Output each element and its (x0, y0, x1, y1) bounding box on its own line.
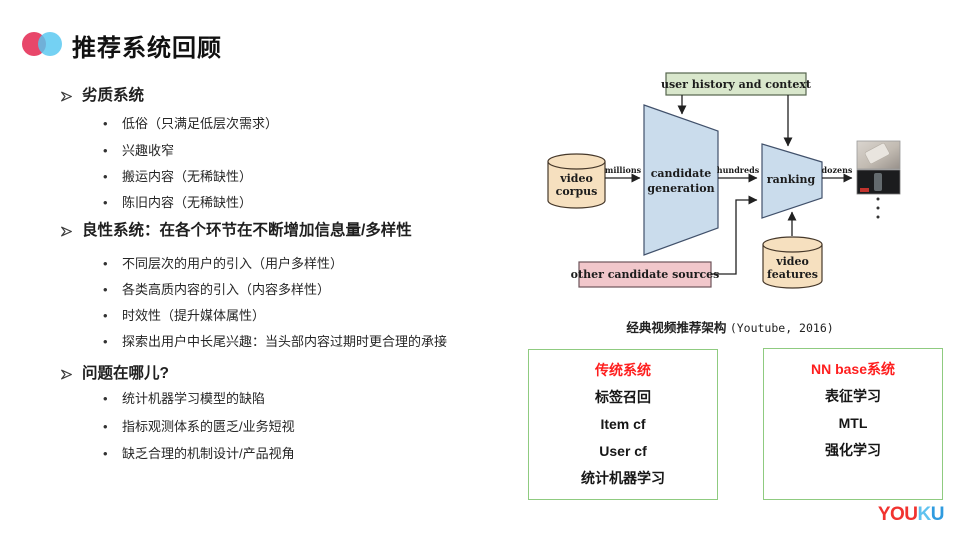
box-item: 强化学习 (825, 442, 881, 458)
box-item: Item cf (600, 416, 646, 432)
millions-label: millions (605, 165, 642, 175)
outline-item: • 各类高质内容的引入（内容多样性） (103, 281, 330, 299)
traditional-system-box: 传统系统 标签召回 Item cf User cf 统计机器学习 (528, 349, 718, 500)
outline-item-text: 不同层次的用户的引入（用户多样性） (122, 256, 344, 271)
box-item: 统计机器学习 (581, 470, 665, 486)
ranking-funnel (761, 143, 823, 219)
candidate-generation-funnel (643, 104, 719, 256)
box-item: 表征学习 (825, 388, 881, 404)
outline-item-text: 统计机器学习模型的缺陷 (122, 391, 266, 406)
dot-bullet-icon: • (103, 143, 108, 158)
video-thumbnail-light (856, 140, 901, 170)
dot-bullet-icon: • (103, 334, 108, 349)
arrow-bullet-icon (61, 91, 72, 101)
youku-logo-you: YOU (877, 504, 918, 525)
venn-cyan-circle (38, 32, 62, 56)
dot-bullet-icon: • (103, 419, 108, 434)
outline-item-text: 探索出用户中长尾兴趣：当头部内容过期时更合理的承接 (122, 334, 448, 349)
section-header-where-problem: 问题在哪儿? (60, 364, 169, 384)
nn-base-system-title: NN base系统 (810, 361, 896, 377)
video-features-cylinder: video features (762, 236, 823, 289)
diagram-caption-en: (Youtube, 2016) (729, 321, 834, 335)
diagram-caption: 经典视频推荐架构 (Youtube, 2016) (530, 317, 930, 336)
youku-logo-u: U (930, 504, 945, 525)
venn-circles-icon (22, 32, 64, 56)
outline-item: • 不同层次的用户的引入（用户多样性） (103, 255, 343, 273)
candidate-generation-label-2: generation (647, 182, 714, 195)
video-thumbnail-dark (856, 169, 901, 195)
ranking-label: ranking (767, 173, 816, 186)
outline-item-text: 指标观测体系的匮乏/业务短视 (122, 419, 295, 434)
section-header-label: 劣质系统 (82, 87, 145, 104)
youku-logo-k: K (917, 504, 932, 525)
section-header-bad-system: 劣质系统 (60, 86, 144, 106)
other-candidate-sources-label: other candidate sources (571, 268, 720, 281)
outline-item-text: 搬运内容（无稀缺性） (122, 169, 253, 184)
candidate-generation-label-1: candidate (651, 167, 712, 180)
dot-bullet-icon: • (103, 282, 108, 297)
nn-base-system-box: NN base系统 表征学习 MTL 强化学习 (763, 348, 943, 500)
video-corpus-label-1: video (559, 172, 593, 185)
outline-item: • 搬运内容（无稀缺性） (103, 168, 252, 186)
diagram-caption-zh: 经典视频推荐架构 (626, 321, 727, 335)
outline-item: • 兴趣收窄 (103, 142, 174, 160)
ellipsis-dots-icon (876, 197, 880, 219)
box-item: User cf (599, 443, 647, 459)
youtube-recommendation-architecture-diagram: user history and context video corpus mi… (547, 72, 901, 289)
outline-item: • 统计机器学习模型的缺陷 (103, 390, 265, 408)
traditional-system-title: 传统系统 (595, 362, 651, 378)
video-corpus-cylinder: video corpus (547, 153, 606, 209)
outline-item: • 低俗（只满足低层次需求） (103, 115, 278, 133)
dot-bullet-icon: • (103, 256, 108, 271)
video-features-label-1: video (775, 255, 809, 268)
outline-item: • 探索出用户中长尾兴趣：当头部内容过期时更合理的承接 (103, 333, 447, 351)
outline-item-text: 陈旧内容（无稀缺性） (122, 195, 253, 210)
outline-item: • 指标观测体系的匮乏/业务短视 (103, 418, 295, 436)
dot-bullet-icon: • (103, 446, 108, 461)
video-corpus-label-2: corpus (556, 185, 598, 198)
dozens-label: dozens (822, 165, 853, 175)
outline-item-text: 缺乏合理的机制设计/产品视角 (122, 446, 295, 461)
user-history-label: user history and context (661, 78, 812, 91)
outline-item: • 陈旧内容（无稀缺性） (103, 194, 252, 212)
section-header-label: 问题在哪儿? (82, 365, 169, 382)
dot-bullet-icon: • (103, 195, 108, 210)
dot-bullet-icon: • (103, 391, 108, 406)
user-history-box (665, 72, 807, 96)
dot-bullet-icon: • (103, 169, 108, 184)
other-candidate-sources-box (578, 261, 712, 288)
arrow-bullet-icon (61, 226, 72, 236)
dot-bullet-icon: • (103, 116, 108, 131)
outline-item-text: 各类高质内容的引入（内容多样性） (122, 282, 331, 297)
youku-logo: YOUKU (858, 504, 945, 526)
outline-item-text: 兴趣收窄 (122, 143, 175, 158)
section-header-good-system: 良性系统：在各个环节在不断增加信息量/多样性 (60, 221, 412, 241)
page-title: 推荐系统回顾 (72, 35, 222, 62)
sources-to-ranking-connector (711, 195, 758, 275)
arrow-bullet-icon (61, 369, 72, 379)
box-item: 标签召回 (595, 389, 651, 405)
outline-item-text: 时效性（提升媒体属性） (122, 308, 266, 323)
video-features-label-2: features (767, 268, 818, 281)
outline-item-text: 低俗（只满足低层次需求） (122, 116, 279, 131)
section-header-label: 良性系统：在各个环节在不断增加信息量/多样性 (82, 222, 412, 239)
outline-item: • 时效性（提升媒体属性） (103, 307, 265, 325)
outline-item: • 缺乏合理的机制设计/产品视角 (103, 445, 295, 463)
hundreds-label: hundreds (717, 165, 760, 175)
dot-bullet-icon: • (103, 308, 108, 323)
box-item: MTL (838, 415, 868, 431)
